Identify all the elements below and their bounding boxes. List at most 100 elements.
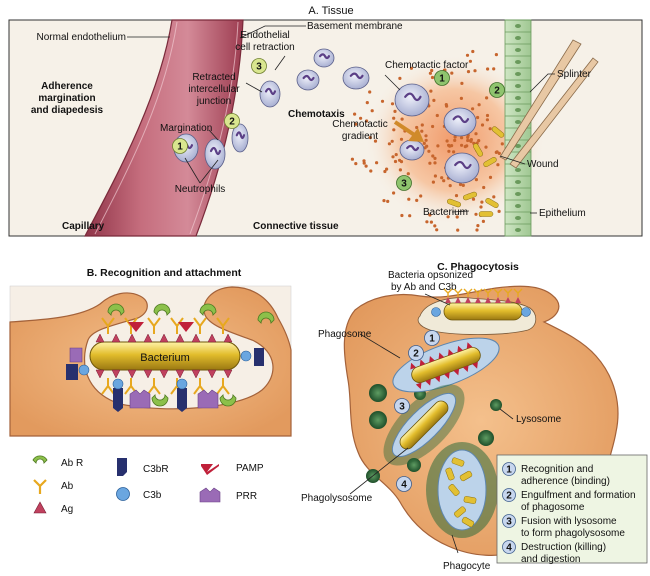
steps-legend-line-1: Fusion with lysosome (521, 516, 617, 527)
chemotactic-dot (479, 205, 483, 209)
small-bacterium (491, 126, 505, 138)
label-adherence-2: margination (38, 93, 95, 104)
prr-icon (199, 487, 221, 503)
chemotactic-dot (424, 138, 428, 142)
neutrophil (259, 80, 281, 108)
chemotactic-dot (494, 53, 498, 57)
chemotactic-dot (477, 139, 481, 143)
chemotactic-dot (436, 144, 440, 148)
pamp (472, 361, 478, 369)
epithelial-nucleus (515, 192, 521, 196)
chemotactic-dot (398, 76, 402, 80)
chemotactic-dot (408, 214, 412, 218)
antigen (485, 297, 491, 303)
chemotactic-dot (435, 113, 439, 118)
antibody (463, 288, 473, 297)
epithelial-nucleus (515, 168, 521, 172)
label-phagolysosome: Phagolysosome (301, 493, 373, 504)
pamp (128, 322, 144, 332)
chemotactic-dot (392, 191, 396, 195)
chemotactic-dot (433, 161, 437, 165)
chemotactic-dot (393, 109, 397, 113)
label-epithelium: Epithelium (539, 208, 586, 219)
legend-c3br: C3bR (117, 458, 169, 476)
neutrophil-nucleus (452, 115, 470, 124)
chemotactic-dot (446, 215, 450, 219)
chemotactic-dot (399, 137, 404, 141)
chemotactic-dot (485, 96, 489, 100)
neutrophil-nucleus (454, 160, 472, 170)
stage-2-phagosome (392, 337, 500, 393)
step-marker-a-2b: 2 (489, 82, 505, 98)
neutrophil (204, 138, 226, 170)
antigen (95, 369, 105, 379)
bacterium-b: Bacterium (89, 341, 241, 371)
neutrophil (313, 48, 335, 68)
c3b (112, 378, 124, 390)
label-endothelial-retraction-2: cell retraction (235, 42, 294, 53)
steps-legend-number: 3 (506, 517, 512, 528)
antibody (193, 317, 207, 334)
chemotactic-dot (391, 155, 395, 159)
chemotactic-dot (409, 66, 413, 70)
antibody (473, 288, 483, 297)
chemotactic-dot (398, 168, 402, 172)
endothelium-left-wall (94, 21, 178, 235)
chemotactic-dot (497, 151, 501, 155)
label-wound: Wound (527, 159, 559, 170)
steps-legend-line-1: Recognition and (521, 464, 593, 475)
neutrophil-nucleus (318, 53, 331, 60)
label-lysosome: Lysosome (516, 414, 562, 425)
chemotactic-dot (442, 179, 446, 183)
step-marker-a-3b: 3 (396, 175, 412, 191)
steps-legend-line-2: of phagosome (521, 502, 585, 513)
antigen (111, 369, 121, 379)
chemotactic-dot (484, 145, 488, 149)
chemotactic-dot (428, 161, 432, 165)
label-chemotactic-gradient-1: Chemotactic (332, 119, 388, 130)
chemotactic-dot (393, 159, 398, 164)
chemotactic-dot (448, 184, 452, 188)
capillary-vessel (84, 19, 244, 237)
chemotactic-dot (444, 103, 448, 107)
chemotactic-dot (445, 139, 449, 143)
antibody (147, 317, 161, 334)
steps-legend-line-2: to form phagolysosome (521, 528, 625, 539)
antigen-icon (33, 501, 47, 514)
c3b-receptor (177, 388, 187, 412)
chemotactic-dot (431, 124, 435, 129)
ab-receptor (219, 394, 237, 407)
antigen (111, 333, 121, 343)
ab-receptor (107, 303, 125, 316)
legend-prr: PRR (199, 487, 257, 503)
epithelial-nucleus (515, 36, 521, 40)
antigen (191, 333, 201, 343)
chemotactic-dot (465, 53, 470, 57)
panel-a-title: A. Tissue (308, 5, 353, 17)
neutrophil-nucleus (235, 131, 246, 140)
chemotactic-dot (430, 68, 434, 73)
epithelial-nucleus (515, 228, 521, 232)
step-marker-c-number: 1 (429, 334, 435, 345)
chemotactic-dot (386, 199, 390, 203)
c3b-icon (116, 487, 130, 501)
chemotactic-dot (428, 213, 432, 217)
chemotactic-dot (390, 102, 395, 106)
chemotactic-dot (419, 194, 423, 198)
bacterial-fragment (448, 484, 460, 496)
step-marker-a-3: 3 (251, 58, 267, 74)
antibody (493, 288, 503, 297)
chemotactic-dot (369, 169, 373, 173)
neutrophil-nucleus (264, 87, 277, 96)
chemotactic-dot (469, 138, 473, 142)
chemotactic-dot (452, 150, 456, 154)
ab-receptor-icon (32, 455, 48, 464)
steps-legend-marker (502, 514, 516, 528)
c3b-receptor (254, 348, 264, 366)
antigen (159, 369, 169, 379)
prr (69, 347, 83, 363)
chemotactic-dot (415, 198, 419, 202)
chemotactic-dot (463, 145, 467, 149)
chemotactic-dot (420, 123, 424, 127)
chemotactic-dot (480, 200, 484, 204)
